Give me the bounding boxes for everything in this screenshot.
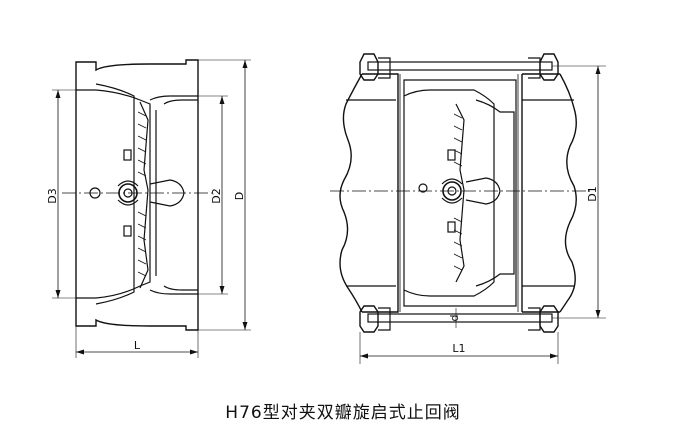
small-d-label: d bbox=[448, 315, 461, 322]
left-spring bbox=[117, 180, 139, 206]
d-label: D bbox=[233, 192, 246, 200]
l-label: L bbox=[134, 339, 141, 352]
right-stop-pin bbox=[465, 177, 501, 205]
right-disc-plate bbox=[455, 103, 465, 283]
bottom-bolt-nut-right bbox=[539, 305, 559, 333]
right-seat bbox=[475, 99, 515, 287]
left-inner-contour bbox=[95, 83, 135, 305]
bottom-bolt-nut-right2 bbox=[528, 307, 541, 331]
d1-label: D1 bbox=[586, 186, 599, 201]
left-boss-top bbox=[123, 149, 132, 161]
top-bolt-nut-right2 bbox=[528, 57, 541, 79]
right-right-flange-bore bbox=[522, 99, 574, 287]
bottom-bolt-nut-left bbox=[359, 305, 379, 333]
right-valve-inner bbox=[403, 89, 495, 297]
figure-caption: H76型对夹双瓣旋启式止回阀 bbox=[225, 403, 461, 423]
left-seat-inner bbox=[155, 99, 198, 291]
right-view: d D1 L1 bbox=[330, 53, 606, 364]
right-left-flange bbox=[339, 73, 399, 313]
right-boss-bottom bbox=[447, 221, 456, 233]
left-boss-bottom bbox=[123, 225, 132, 237]
right-boss-top bbox=[447, 149, 456, 161]
right-right-flange bbox=[521, 73, 577, 313]
left-disc-plate bbox=[139, 101, 149, 289]
right-stop-boss bbox=[418, 183, 428, 193]
bottom-bolt-nut-left2 bbox=[378, 307, 391, 331]
left-seat-ring bbox=[149, 95, 198, 295]
left-view: D3 D2 D L bbox=[46, 59, 251, 358]
left-bore-left bbox=[76, 89, 151, 299]
d3-label: D3 bbox=[46, 188, 59, 203]
d2-label: D2 bbox=[210, 188, 223, 203]
right-valve-body bbox=[403, 79, 517, 307]
right-spring bbox=[441, 178, 463, 204]
l1-label: L1 bbox=[452, 342, 465, 355]
top-bolt-nut-left bbox=[359, 53, 379, 81]
top-bolt-rod bbox=[367, 61, 553, 71]
right-disc-hatch bbox=[453, 113, 463, 271]
top-bolt-nut-left2 bbox=[378, 57, 391, 79]
right-left-flange-bore bbox=[346, 99, 396, 287]
left-disc-hatch bbox=[137, 111, 147, 277]
top-bolt-nut-right bbox=[539, 53, 559, 81]
